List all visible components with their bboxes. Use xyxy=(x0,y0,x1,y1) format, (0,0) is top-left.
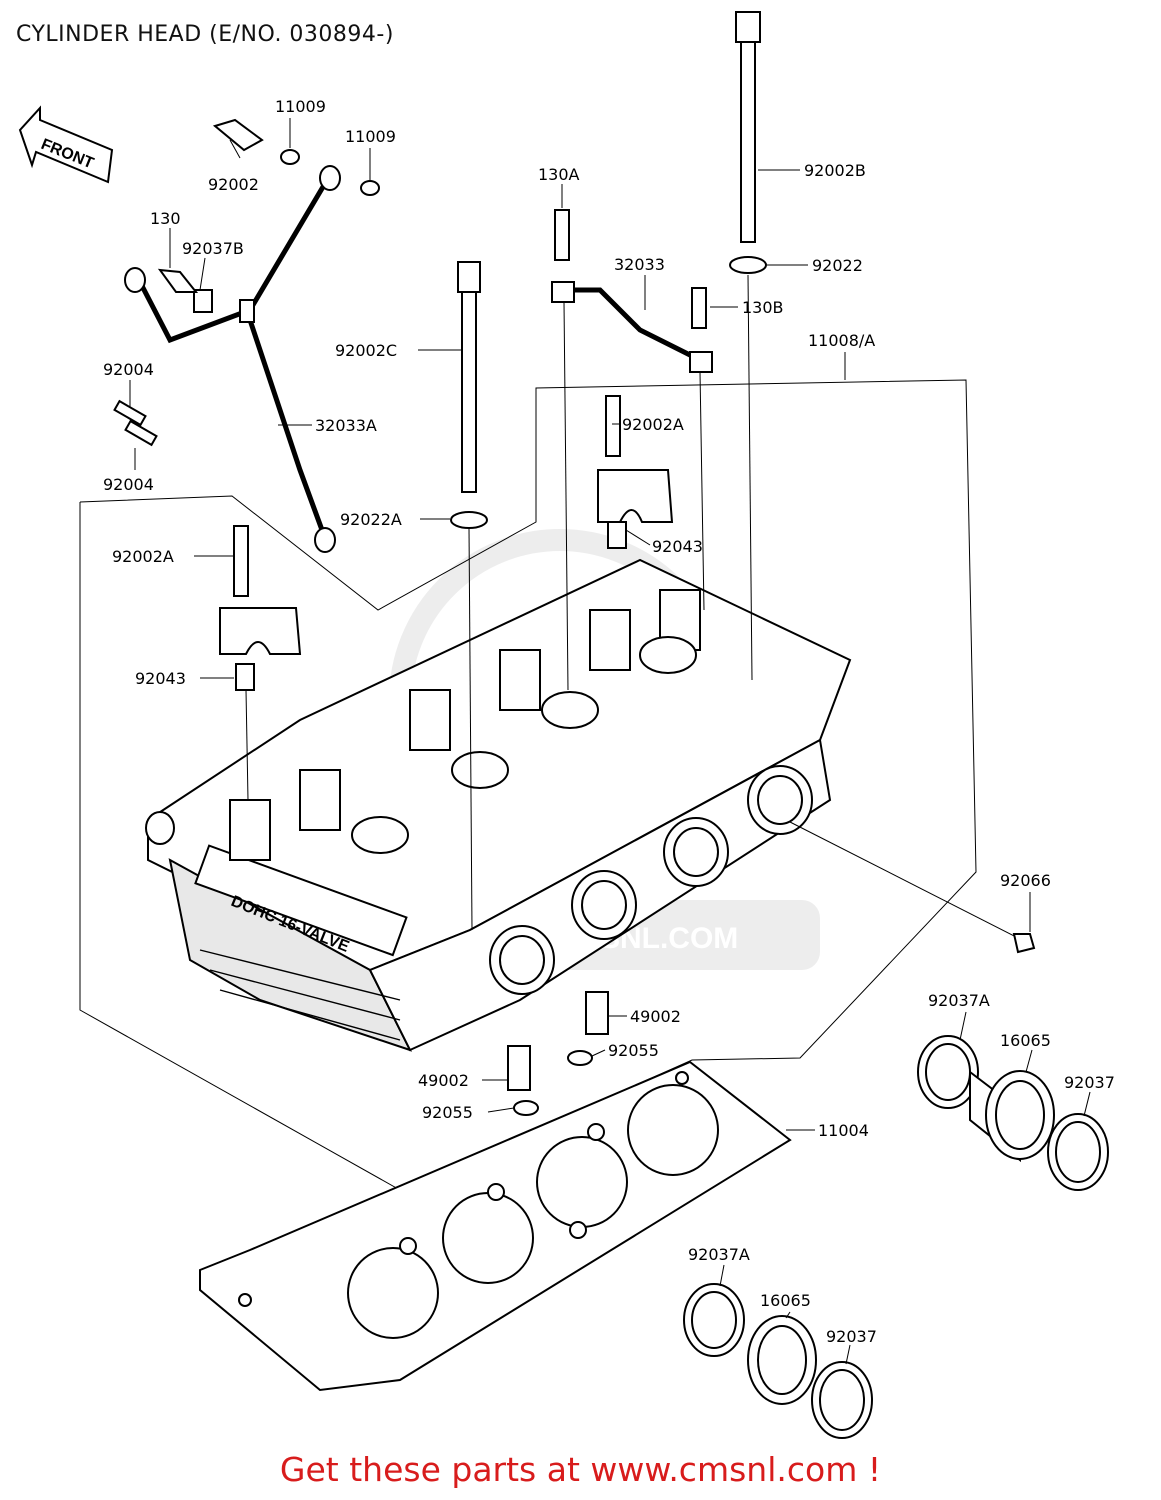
callout-11009-b: 11009 xyxy=(345,127,396,146)
assembly-outline-11008 xyxy=(79,379,977,1191)
callout-92037-b: 92037 xyxy=(826,1327,877,1346)
callout-11008A: 11008/A xyxy=(808,331,875,350)
callout-130B: 130B xyxy=(742,298,784,317)
footer-link-text[interactable]: Get these parts at www.cmsnl.com ! xyxy=(279,1450,882,1489)
callout-92043-right: 92043 xyxy=(652,537,703,556)
callout-130: 130 xyxy=(150,209,181,228)
callout-92037-a: 92037 xyxy=(1064,1073,1115,1092)
callout-92055-b: 92055 xyxy=(422,1103,473,1122)
callout-49002-b: 49002 xyxy=(418,1071,469,1090)
callout-92022: 92022 xyxy=(812,256,863,275)
callout-92002A-right: 92002A xyxy=(622,415,684,434)
callout-92037B: 92037B xyxy=(182,239,244,258)
callout-11009-a: 11009 xyxy=(275,97,326,116)
head-gasket-11004 xyxy=(199,1060,792,1392)
callout-32033A: 32033A xyxy=(315,416,377,435)
oil-pipe-32033 xyxy=(468,209,753,931)
callout-130A: 130A xyxy=(538,165,580,184)
intake-holder-group-2 xyxy=(683,1283,873,1439)
callout-labels: 11009 11009 92002 130 92037B 92004 92004… xyxy=(103,97,1115,1346)
cam-cap-right xyxy=(597,395,674,549)
sensor-49002-b xyxy=(507,1045,539,1116)
callout-92002: 92002 xyxy=(208,175,259,194)
callout-16065-a: 16065 xyxy=(1000,1031,1051,1050)
sensor-49002-a xyxy=(567,991,609,1066)
cylinder-head: DOHC 16-VALVE xyxy=(145,558,852,1052)
cam-cap-left xyxy=(219,525,302,801)
callout-32033: 32033 xyxy=(614,255,665,274)
bolt-92002B xyxy=(729,11,767,274)
diagram-title: CYLINDER HEAD (E/NO. 030894-) xyxy=(16,22,394,47)
callout-92002C: 92002C xyxy=(335,341,397,360)
washer-11009-b xyxy=(360,180,380,196)
intake-holder-group-1 xyxy=(917,1035,1109,1191)
stud-92004 xyxy=(113,399,158,447)
bolt-92002C xyxy=(450,261,488,529)
washer-11009-a xyxy=(280,149,300,165)
callout-92022A: 92022A xyxy=(340,510,402,529)
plug-92066 xyxy=(1012,933,1036,954)
leader-92066 xyxy=(789,821,1023,941)
callout-16065-b: 16065 xyxy=(760,1291,811,1310)
callout-49002-a: 49002 xyxy=(630,1007,681,1026)
front-arrow-icon: FRONT xyxy=(18,105,114,184)
callout-92004-a: 92004 xyxy=(103,360,154,379)
callout-92002A-left: 92002A xyxy=(112,547,174,566)
callout-92043-left: 92043 xyxy=(135,669,186,688)
callout-11004: 11004 xyxy=(818,1121,869,1140)
callout-92037A-1: 92037A xyxy=(928,991,990,1010)
bolt-92002 xyxy=(212,118,264,152)
bolt-130 xyxy=(157,268,199,293)
callout-92004-b: 92004 xyxy=(103,475,154,494)
callout-92055-a: 92055 xyxy=(608,1041,659,1060)
callout-92037A-2: 92037A xyxy=(688,1245,750,1264)
leader-lines xyxy=(129,118,1091,1365)
callout-92002B: 92002B xyxy=(804,161,866,180)
callout-92066: 92066 xyxy=(1000,871,1051,890)
